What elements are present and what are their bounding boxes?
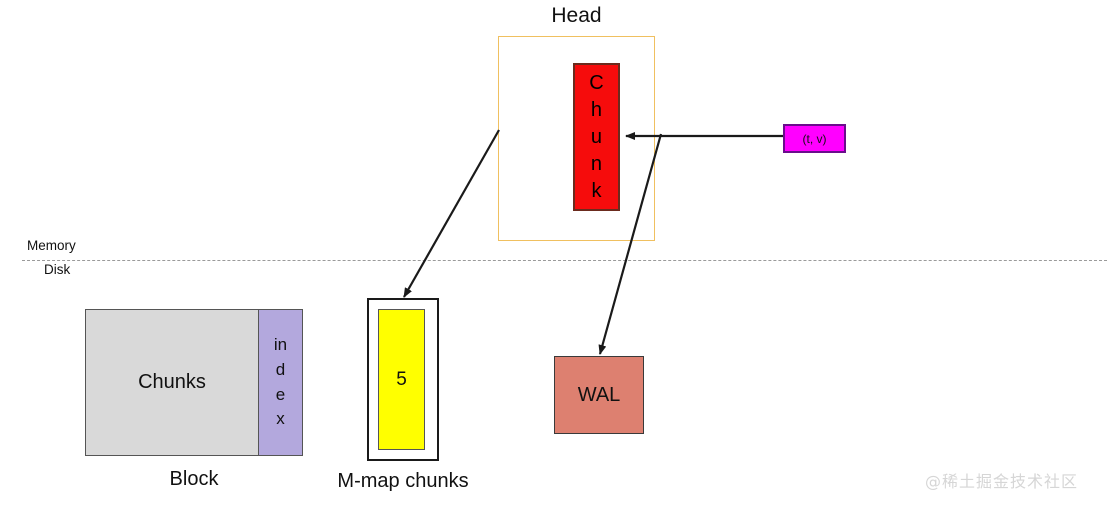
sample-tv-box: (t, v) (783, 124, 846, 153)
memory-disk-divider (22, 260, 1107, 261)
head-title: Head (551, 4, 602, 27)
head-chunk-label: C h u n k (589, 71, 604, 202)
watermark: @稀土掘金技术社区 (925, 472, 1079, 491)
block-chunks-section: Chunks (138, 371, 206, 393)
disk-label: Disk (44, 262, 71, 277)
mmap-chunks-caption: M-map chunks (337, 470, 469, 492)
memory-label: Memory (27, 238, 76, 253)
block-caption: Block (169, 468, 219, 490)
block-box: Chunks in d e x (85, 309, 303, 456)
block-index-section: in d e x (258, 310, 302, 455)
sample-tv-label: (t, v) (802, 131, 827, 146)
wal-box: WAL (554, 356, 644, 434)
mmap-chunk-value: 5 (378, 309, 425, 450)
head-chunk-box: C h u n k (573, 63, 620, 211)
arrow-head-to-mmap (403, 129, 500, 298)
